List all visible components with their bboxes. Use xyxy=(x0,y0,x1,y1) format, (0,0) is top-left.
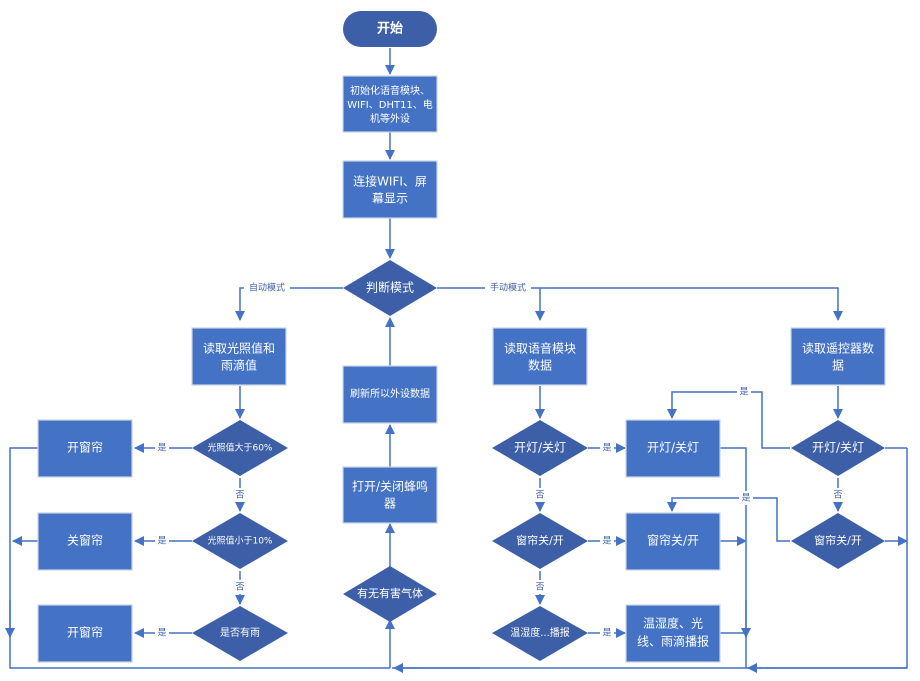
svg-text:初始化语音模块、: 初始化语音模块、 xyxy=(350,84,430,97)
svg-text:器: 器 xyxy=(384,497,396,511)
edge-do-light-rail xyxy=(720,447,747,668)
svg-text:开始: 开始 xyxy=(377,21,403,37)
svg-text:WIFI、DHT11、电: WIFI、DHT11、电 xyxy=(347,98,433,111)
svg-text:机等外设: 机等外设 xyxy=(370,112,410,125)
label-yes: 是 xyxy=(602,628,611,639)
voice-report-decision: 温湿度...播报 xyxy=(492,606,588,661)
voice-curtain-decision: 窗帘关/开 xyxy=(492,513,588,569)
svg-text:数据: 数据 xyxy=(528,358,552,373)
edge-remote-light-yes xyxy=(667,391,790,449)
svg-text:开灯/关灯: 开灯/关灯 xyxy=(647,441,699,455)
label-yes: 是 xyxy=(739,387,748,398)
remote-curtain-decision: 窗帘关/开 xyxy=(791,513,885,569)
read-remote-node: 读取遥控器数 据 xyxy=(790,327,886,386)
label-no: 否 xyxy=(535,490,544,501)
svg-text:开窗帘: 开窗帘 xyxy=(67,625,103,640)
label-manual-mode: 手动模式 xyxy=(490,282,526,294)
svg-text:关窗帘: 关窗帘 xyxy=(67,533,103,548)
label-yes: 是 xyxy=(602,443,611,454)
svg-text:读取语音模块: 读取语音模块 xyxy=(504,341,576,356)
edge-remote-curtain-yes xyxy=(667,497,790,542)
svg-text:温湿度、光: 温湿度、光 xyxy=(643,616,703,631)
start-node: 开始 xyxy=(343,11,437,47)
voice-light-decision: 开灯/关灯 xyxy=(492,420,588,476)
light-gt60-decision: 光照值大于60% xyxy=(192,420,288,476)
connectors xyxy=(5,48,908,673)
do-curtain-node: 窗帘关/开 xyxy=(625,512,721,571)
refresh-node: 刷新所以外设数据 xyxy=(342,365,438,424)
svg-text:连接WIFI、屏: 连接WIFI、屏 xyxy=(353,174,427,189)
svg-text:幕显示: 幕显示 xyxy=(372,192,408,206)
svg-text:刷新所以外设数据: 刷新所以外设数据 xyxy=(350,387,430,400)
label-yes: 是 xyxy=(157,536,166,547)
svg-text:线、雨滴播报: 线、雨滴播报 xyxy=(637,634,709,649)
label-no: 否 xyxy=(535,582,544,593)
svg-text:窗帘关/开: 窗帘关/开 xyxy=(647,533,699,548)
edge-left-rail xyxy=(9,447,390,669)
label-yes: 是 xyxy=(741,493,750,504)
label-no: 否 xyxy=(235,490,244,501)
label-yes: 是 xyxy=(157,443,166,454)
buzzer-node: 打开/关闭蜂鸣 器 xyxy=(342,466,438,524)
svg-text:开灯/关灯: 开灯/关灯 xyxy=(514,441,566,455)
edge-manual-remote xyxy=(540,287,843,321)
svg-text:窗帘关/开: 窗帘关/开 xyxy=(814,533,862,547)
svg-text:读取遥控器数: 读取遥控器数 xyxy=(802,341,874,356)
svg-text:打开/关闭蜂鸣: 打开/关闭蜂鸣 xyxy=(352,479,428,494)
svg-text:开灯/关灯: 开灯/关灯 xyxy=(812,441,864,455)
do-report-node: 温湿度、光 线、雨滴播报 xyxy=(625,604,721,663)
judge-mode-decision: 判断模式 xyxy=(343,260,437,316)
light-lt10-decision: 光照值小于10% xyxy=(192,513,288,569)
remote-light-decision: 开灯/关灯 xyxy=(791,420,885,476)
svg-text:光照值大于60%: 光照值大于60% xyxy=(207,442,272,454)
is-rain-decision: 是否有雨 xyxy=(192,606,288,661)
close-curtain-node: 关窗帘 xyxy=(37,512,133,571)
label-yes: 是 xyxy=(157,628,166,639)
svg-text:有无有害气体: 有无有害气体 xyxy=(357,586,423,600)
svg-text:温湿度...播报: 温湿度...播报 xyxy=(510,626,570,639)
connect-wifi-node: 连接WIFI、屏 幕显示 xyxy=(342,160,438,219)
svg-text:开窗帘: 开窗帘 xyxy=(67,440,103,455)
edge-labels: 自动模式 手动模式 是 是 是 否 否 是 是 是 否 否 是 是 否 xyxy=(155,281,845,640)
label-yes: 是 xyxy=(602,536,611,547)
label-auto-mode: 自动模式 xyxy=(249,282,285,294)
svg-text:判断模式: 判断模式 xyxy=(366,280,414,295)
label-no: 否 xyxy=(235,582,244,593)
svg-text:雨滴值: 雨滴值 xyxy=(221,358,257,373)
harmful-gas-decision: 有无有害气体 xyxy=(343,566,437,622)
read-voice-node: 读取语音模块 数据 xyxy=(492,327,588,386)
open-curtain-node-1: 开窗帘 xyxy=(37,419,133,478)
svg-text:据: 据 xyxy=(832,359,844,373)
svg-text:是否有雨: 是否有雨 xyxy=(220,626,260,639)
edge-auto-mode xyxy=(235,287,343,321)
read-light-node: 读取光照值和 雨滴值 xyxy=(191,327,287,386)
open-curtain-node-2: 开窗帘 xyxy=(37,604,133,663)
svg-text:窗帘关/开: 窗帘关/开 xyxy=(516,533,564,547)
label-no: 否 xyxy=(833,490,842,501)
svg-text:读取光照值和: 读取光照值和 xyxy=(203,341,275,356)
svg-text:光照值小于10%: 光照值小于10% xyxy=(207,535,272,547)
init-node: 初始化语音模块、 WIFI、DHT11、电 机等外设 xyxy=(342,75,438,133)
do-light-node: 开灯/关灯 xyxy=(625,419,721,478)
